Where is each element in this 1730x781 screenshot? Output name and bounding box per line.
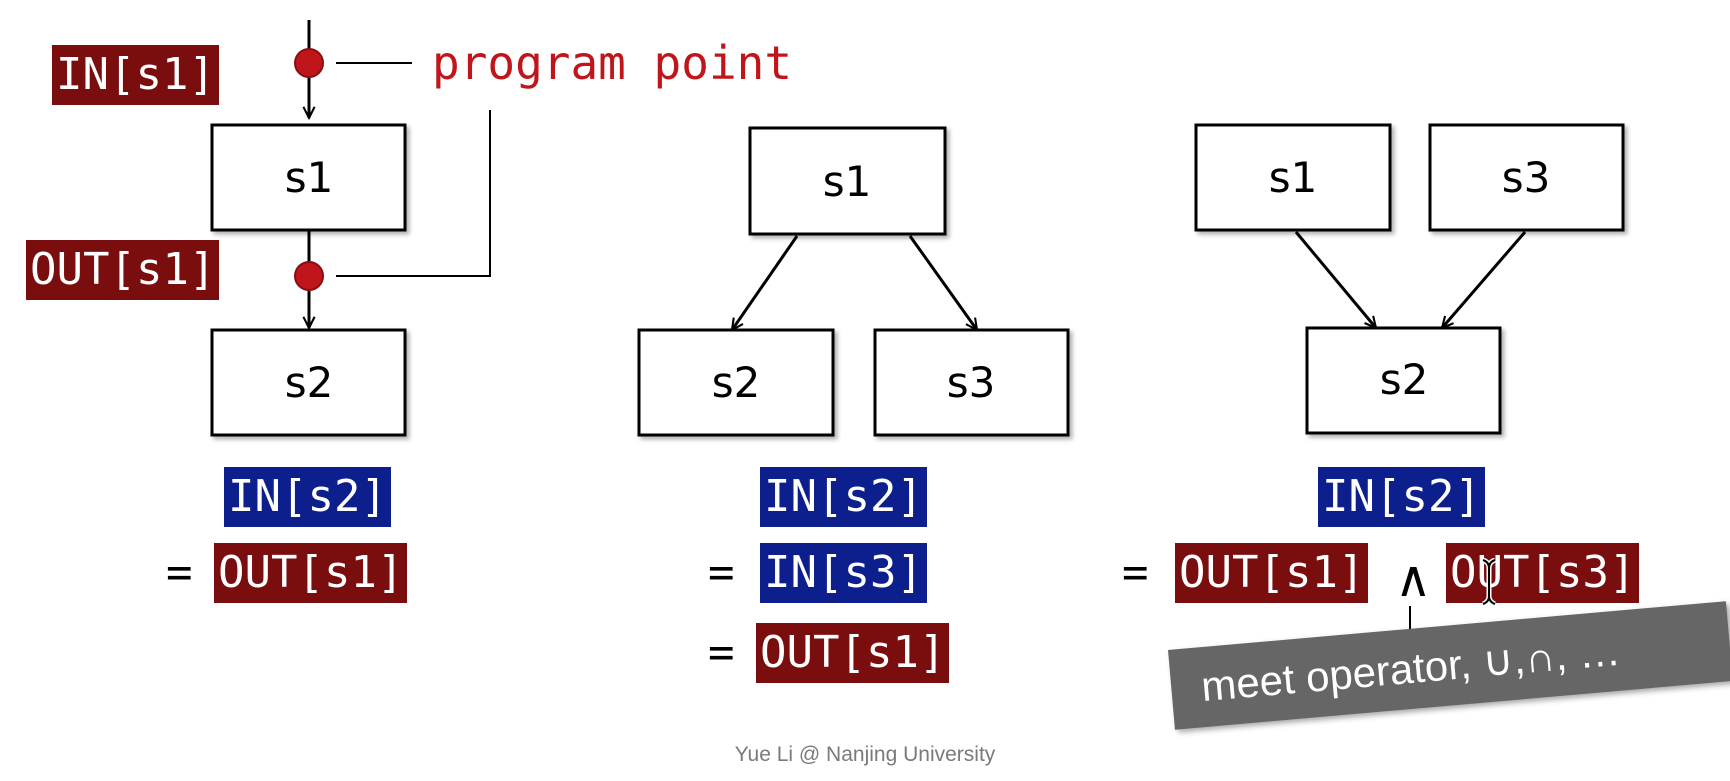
node-box-mid-s2 — [637, 328, 835, 437]
right-rhs-out-s3: OUT[s3] — [1446, 543, 1640, 603]
mid-equals-sign-1: = — [708, 547, 735, 598]
node-right-s3-label: s3 — [1502, 153, 1551, 202]
node-mid-s3-label: s3 — [947, 358, 996, 407]
node-left-s2-label: s2 — [285, 358, 334, 407]
right-equals-sign: = — [1122, 547, 1149, 598]
node-mid-s1-label: s1 — [823, 157, 872, 206]
mid-in-s2-label: IN[s2] — [760, 467, 927, 527]
node-right-s1-label: s1 — [1269, 153, 1318, 202]
edge-mid-s1-to-s3 — [908, 235, 977, 330]
node-right-s2-label: s2 — [1380, 355, 1429, 404]
node-box-right-s1 — [1194, 123, 1392, 232]
node-mid-s2-label: s2 — [712, 358, 761, 407]
left-equals-sign: = — [166, 547, 193, 598]
left-rhs-out-s1: OUT[s1] — [214, 543, 408, 603]
node-box-mid-s1 — [748, 126, 947, 236]
node-box-right-s2 — [1305, 326, 1502, 435]
out-s1-label: OUT[s1] — [26, 240, 220, 300]
mid-rhs-out-s1: OUT[s1] — [756, 623, 950, 683]
node-box-left-s2 — [210, 328, 407, 437]
meet-operator-symbol: ∧ — [1395, 550, 1432, 608]
mid-equals-sign-2: = — [708, 627, 735, 678]
left-in-s2-label: IN[s2] — [224, 467, 391, 527]
mid-rhs-in-s3: IN[s3] — [760, 543, 927, 603]
node-box-mid-s3 — [873, 328, 1070, 437]
program-point-label: program point — [432, 36, 793, 90]
program-point-dot-in-s1 — [294, 48, 324, 78]
edge-right-s3-to-s2 — [1442, 231, 1527, 328]
node-box-left-s1 — [210, 123, 407, 232]
right-rhs-out-s1: OUT[s1] — [1175, 543, 1369, 603]
program-point-dot-out-s1 — [294, 261, 324, 291]
edge-right-s1-to-s2 — [1294, 231, 1376, 328]
in-s1-label: IN[s1] — [52, 45, 219, 105]
edge-mid-s1-to-s2 — [732, 235, 799, 330]
node-left-s1-label: s1 — [285, 153, 334, 202]
footer-credit: Yue Li @ Nanjing University — [734, 743, 996, 766]
connector-program-point-bottom — [336, 110, 491, 277]
right-in-s2-label: IN[s2] — [1318, 467, 1485, 527]
node-box-right-s3 — [1428, 123, 1625, 232]
text-cursor-icon — [1482, 558, 1496, 606]
